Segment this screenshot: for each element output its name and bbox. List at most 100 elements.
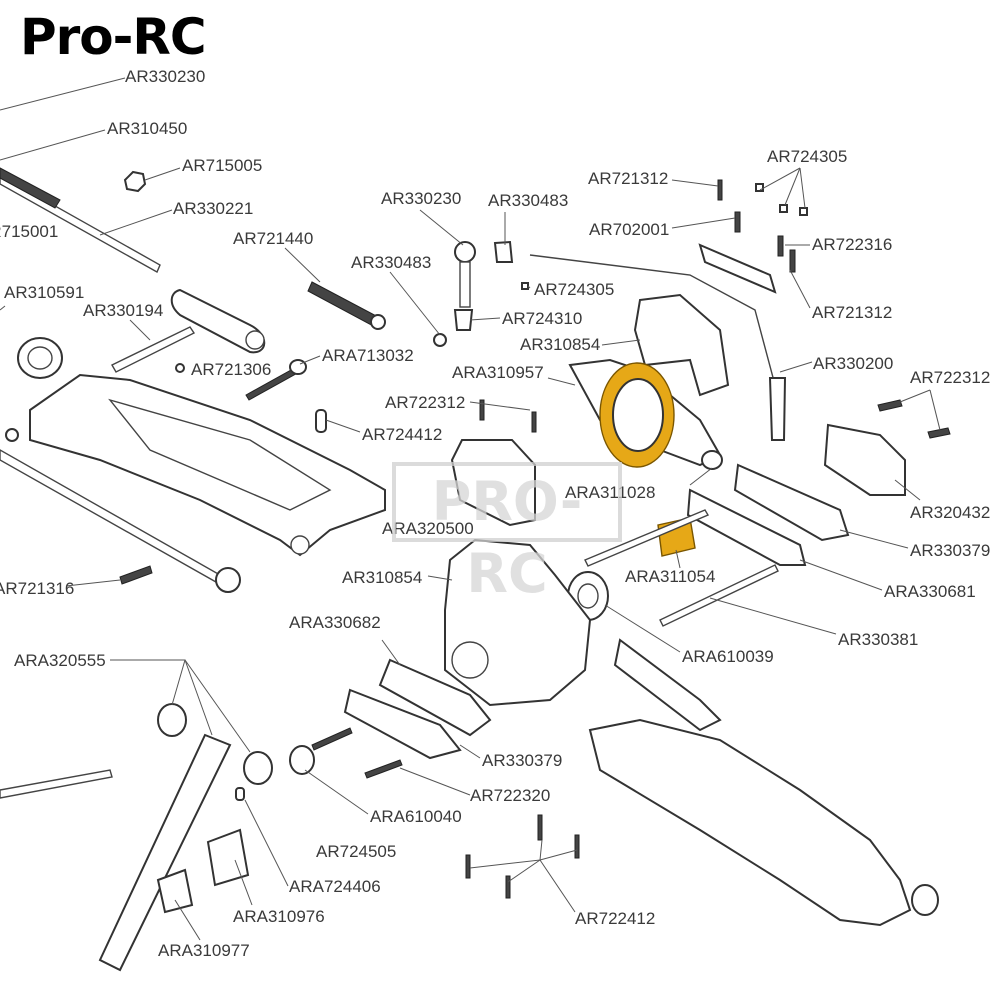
ball-end-ar724310 — [453, 309, 474, 331]
label-ar330230-top: AR330230 — [125, 67, 205, 86]
suspension-arm-right — [588, 718, 912, 927]
label-ar330483-a: AR330483 — [488, 191, 568, 210]
dogbone-shaft-left — [0, 769, 113, 799]
screw-ar721312-b — [789, 249, 796, 273]
label-ar310591: AR310591 — [4, 283, 84, 302]
block-ar320432 — [823, 423, 906, 496]
pin-ar721440 — [307, 281, 381, 328]
boot-ara320555-a — [157, 703, 187, 737]
screw-ar722312-c — [877, 399, 903, 412]
hinge-plate-ara330681 — [686, 488, 807, 566]
label-ara310957: ARA310957 — [452, 363, 544, 382]
label-ar721440: AR721440 — [233, 229, 313, 248]
plate-top-right — [698, 243, 777, 294]
spacer-ar724305-a — [755, 183, 764, 192]
thread-ar330221 — [0, 167, 61, 209]
ball-end-top — [454, 241, 476, 263]
label-ar330379-lower: AR330379 — [482, 751, 562, 770]
label-ar721306: AR721306 — [191, 360, 271, 379]
spacer-ar724305-c — [799, 207, 808, 216]
leader-lines — [0, 77, 941, 941]
boot-ara320555-b — [243, 751, 273, 785]
screw-ar722312-b — [531, 411, 537, 433]
label-ara713032: ARA713032 — [322, 346, 414, 365]
arm-right-hub — [911, 884, 939, 916]
label-ar721312-right: AR721312 — [812, 303, 892, 322]
screw-ar721316 — [119, 565, 153, 585]
screw-ar722412-c — [537, 814, 543, 841]
label-ar721312-top: AR721312 — [588, 169, 668, 188]
label-ar330221: AR330221 — [173, 199, 253, 218]
screw-ar722312-d — [927, 427, 951, 439]
label-ar310854-center: AR310854 — [342, 568, 422, 587]
label-ara330681: ARA330681 — [884, 582, 976, 601]
label-ar702001: AR702001 — [589, 220, 669, 239]
gearbox-port — [451, 641, 489, 679]
bracket-ara320500 — [450, 439, 536, 527]
pin-ar330194 — [111, 326, 196, 373]
label-ara330682: ARA330682 — [289, 613, 381, 632]
label-ar722316: AR722316 — [812, 235, 892, 254]
label-ar715005: AR715005 — [182, 156, 262, 175]
screw-ar721312-a — [717, 179, 723, 201]
screw-ar722412-a — [465, 854, 471, 879]
rod-end-hole — [245, 330, 265, 350]
ball-ar330483 — [433, 333, 447, 347]
label-ar330381: AR330381 — [838, 630, 918, 649]
dogbone-ara320555 — [98, 733, 232, 972]
label-ar724305-top: AR724305 — [767, 147, 847, 166]
label-ar724305-center: AR724305 — [534, 280, 614, 299]
label-ar721316: AR721316 — [0, 579, 74, 598]
bushing-ar724412 — [315, 409, 327, 433]
label-ar724412: AR724412 — [362, 425, 442, 444]
screw-ar722320-b — [364, 759, 403, 779]
screw-ar722320-a — [311, 727, 353, 751]
label-ara310976: ARA310976 — [233, 907, 325, 926]
pin-head — [370, 314, 386, 330]
spacer-ar724305-b — [779, 204, 788, 213]
nut-ar715005 — [123, 170, 147, 193]
label-ar724310: AR724310 — [502, 309, 582, 328]
anti-roll-link — [768, 377, 787, 441]
watermark-logo: PRO-RC — [392, 462, 622, 605]
screw-ar722412-d — [574, 834, 580, 859]
label-ara724406: ARA724406 — [289, 877, 381, 896]
ball-ar330483-b — [493, 240, 514, 263]
label-ara311028: ARA311028 — [565, 483, 655, 502]
label-ara311054: ARA311054 — [625, 567, 715, 586]
arm-left-hole — [290, 535, 310, 555]
bearing-inner — [577, 583, 599, 609]
label-ar310450: AR310450 — [107, 119, 187, 138]
diff-cover-ar310854 — [633, 293, 730, 397]
ball-end-stem — [459, 261, 471, 308]
hinge-plate-ara330682 — [378, 658, 492, 737]
spacer-ar724305 — [521, 282, 529, 290]
part-labels: AR330230 AR310450 AR715005 AR330221 AR71… — [0, 67, 990, 960]
label-ara310977: ARA310977 — [158, 941, 250, 960]
screw-ar722316 — [777, 235, 784, 257]
bushing-inner — [27, 346, 53, 370]
label-ar320432: AR320432 — [910, 503, 990, 522]
label-ar722412: AR722412 — [575, 909, 655, 928]
label-ar330200: AR330200 — [813, 354, 893, 373]
hinge-plate-ar330379 — [733, 463, 850, 542]
pin-ar330381 — [659, 564, 779, 627]
pin-center — [584, 509, 710, 567]
label-ar724505: AR724505 — [316, 842, 396, 861]
label-ar722312-center: AR722312 — [385, 393, 465, 412]
label-ara320555: ARA320555 — [14, 651, 106, 670]
outdrive-ara311028 — [701, 450, 723, 470]
label-ar722312-right: AR722312 — [910, 368, 990, 387]
rod-end-right — [613, 638, 722, 732]
screw-ar721306 — [175, 363, 185, 373]
label-ara610040: ARA610040 — [370, 807, 462, 826]
suspension-arm-left-web — [108, 398, 332, 511]
cup-ara310976 — [206, 828, 250, 887]
label-ar330379-right: AR330379 — [910, 541, 990, 560]
label-ar330483-b: AR330483 — [351, 253, 431, 272]
label-ar715001: AR715001 — [0, 222, 58, 241]
small-nut-left — [5, 428, 19, 442]
cup-ara310977 — [156, 868, 194, 914]
